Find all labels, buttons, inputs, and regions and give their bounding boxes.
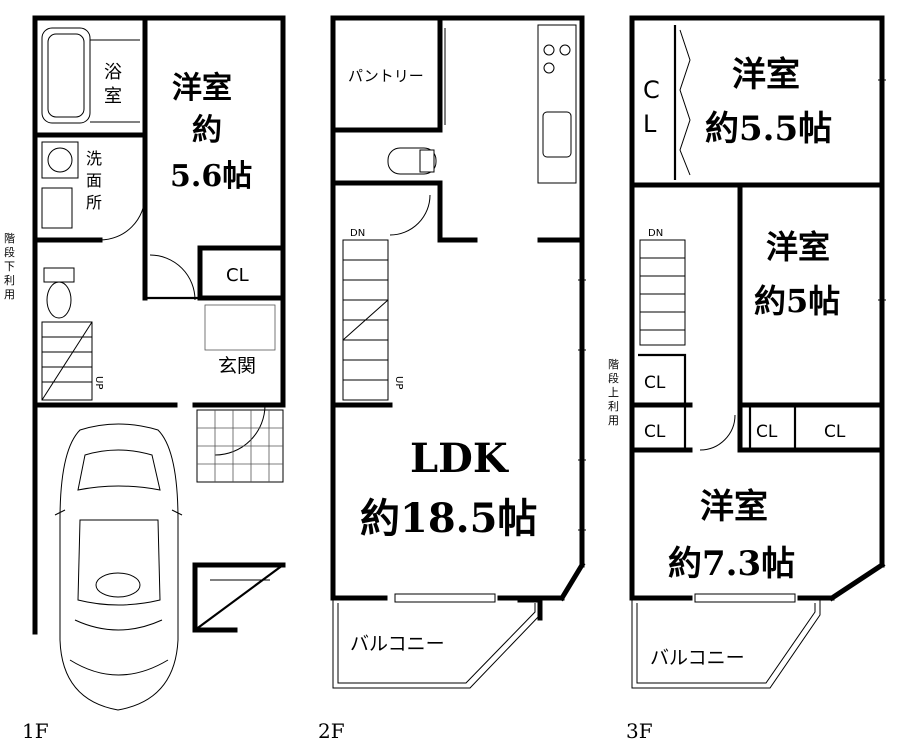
under-stairs-4: 利 <box>4 274 15 287</box>
balcony-label: バルコニー <box>650 647 745 669</box>
balcony-label: バルコニー <box>350 633 445 655</box>
wall <box>194 564 284 631</box>
floor-3f: C L 洋室 約5.5帖 洋室 約5帖 洋室 約7.3帖 CL CL CL CL… <box>608 15 886 743</box>
wall <box>558 561 586 602</box>
under-stairs-3: 下 <box>4 260 15 273</box>
ldk-size: 約18.5帖 <box>360 495 537 542</box>
bathtub <box>41 27 91 124</box>
door-swing <box>214 404 266 456</box>
closet-label: CL <box>226 265 249 286</box>
entrance-label: 玄関 <box>218 355 256 377</box>
door-swing <box>99 194 146 241</box>
closet-top-c: C <box>643 76 660 104</box>
floor-label-2f: 2F <box>318 719 345 743</box>
washroom-label-3: 所 <box>86 193 102 212</box>
stove-burner <box>543 44 555 56</box>
balcony-outline <box>631 600 821 689</box>
stove-burner <box>559 44 571 56</box>
down-mark: DN <box>648 228 663 239</box>
stove-burner <box>543 62 555 74</box>
above-stairs-2: 段 <box>608 371 619 385</box>
up-mark: UP <box>393 376 404 389</box>
washroom-label-2: 面 <box>86 171 102 190</box>
closet-top-l: L <box>643 110 657 138</box>
wall <box>192 562 238 633</box>
closet-label: CL <box>644 422 666 442</box>
door-swing <box>699 414 736 451</box>
above-stairs-1: 階 <box>608 357 619 371</box>
room-label-approx: 約 <box>192 113 222 148</box>
room1-size: 約5.5帖 <box>705 109 832 149</box>
car-icon <box>54 423 183 711</box>
under-stairs-2: 段 <box>4 245 15 259</box>
floor-1f: 浴 室 洗 面 所 洋室 約 5.6帖 CL 玄関 UP 階 段 下 利 用 1… <box>4 15 286 743</box>
door-swing <box>389 194 431 236</box>
bath-label-2: 室 <box>104 86 122 107</box>
entrance-hall <box>204 304 276 351</box>
down-mark: DN <box>350 228 365 239</box>
washer <box>41 141 79 179</box>
washroom-label-1: 洗 <box>86 149 102 168</box>
wall <box>828 561 886 602</box>
room-label: 洋室 <box>172 71 232 106</box>
room3-label: 洋室 <box>700 487 768 527</box>
room1-label: 洋室 <box>732 55 800 95</box>
door-swing <box>149 254 196 301</box>
ldk-label: LDK <box>410 435 509 482</box>
wall <box>517 597 543 621</box>
room-size: 5.6帖 <box>170 159 252 194</box>
floor-label-1f: 1F <box>22 719 49 743</box>
wall <box>437 180 478 243</box>
closet-label: CL <box>644 373 666 393</box>
stairs-2f <box>342 239 389 401</box>
wall <box>32 15 286 408</box>
floor-label-3f: 3F <box>626 719 653 743</box>
under-stairs-1: 階 <box>4 231 15 245</box>
bathtub-inner <box>47 33 85 118</box>
kitchen-sink <box>542 111 572 158</box>
balcony-outline-inner <box>337 603 536 684</box>
stairs-3f <box>639 239 686 346</box>
pantry-label: パントリー <box>348 67 424 85</box>
toilet-tank <box>419 149 435 173</box>
vanity-sink <box>41 187 73 229</box>
wall <box>330 15 585 568</box>
above-stairs-4: 利 <box>608 400 619 413</box>
bath-label-1: 浴 <box>104 62 122 83</box>
balcony-outline-inner <box>636 603 816 684</box>
under-stairs-5: 用 <box>4 288 15 301</box>
room3-size: 約7.3帖 <box>668 544 795 584</box>
toilet-tank <box>43 267 75 283</box>
above-stairs-5: 用 <box>608 414 619 427</box>
room2-size: 約5帖 <box>754 282 840 320</box>
window <box>394 593 496 603</box>
toilet-bowl <box>46 281 72 319</box>
floor-2f: パントリー DN UP LDK 約18.5帖 バルコニー 2F <box>318 15 586 743</box>
closet-label: CL <box>824 422 846 442</box>
entrance-tiles <box>196 409 284 483</box>
room2-label: 洋室 <box>766 228 830 266</box>
wall <box>629 15 885 568</box>
closet-door <box>679 29 691 176</box>
window <box>694 593 796 603</box>
washer-drum <box>47 147 73 173</box>
above-stairs-3: 上 <box>608 386 619 399</box>
stairs-1f <box>41 321 93 401</box>
wall <box>638 353 687 450</box>
up-mark: UP <box>93 376 104 389</box>
closet-label: CL <box>756 422 778 442</box>
